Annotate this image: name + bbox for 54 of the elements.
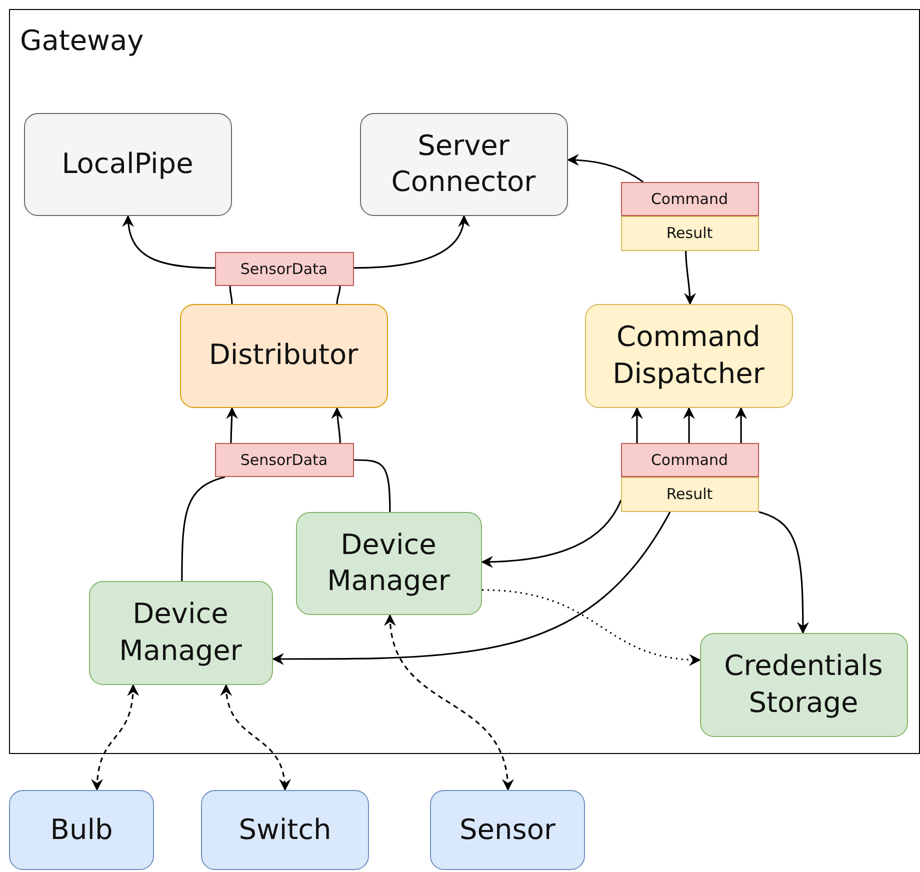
connector-line [354,459,391,512]
arrow [354,215,469,269]
component-box [180,304,388,408]
node-label: Command [650,190,728,208]
arrow [226,407,238,443]
node-label: SensorData [240,260,328,278]
connector-line [336,286,341,304]
component-box [584,304,792,408]
message-box [620,216,758,250]
arrow [567,154,644,183]
arrow [272,512,671,665]
message-box [620,442,758,476]
arrow [92,684,139,791]
node-label: Command Dispatcher [612,319,766,392]
component-box [201,790,369,870]
node-label: Credentials Storage [723,648,884,720]
message-box [620,476,758,512]
arrow [221,684,290,791]
component-box [360,112,568,216]
node-label: Result [666,224,713,242]
message-box [214,252,354,286]
node-label: Device Manager [118,596,243,668]
component-box [9,790,154,870]
node-label: Sensor [460,812,556,848]
arrow [683,407,695,443]
node-label: Server Connector [390,128,537,200]
arrow [331,407,344,444]
component-box [430,790,585,870]
message-box [620,182,758,216]
arrow [481,500,622,568]
connector-line [181,476,226,581]
component-box [24,112,232,216]
arrow [758,511,809,634]
node-label: Result [666,485,713,503]
container-title: Gateway [20,24,144,57]
node-label: Switch [238,812,332,848]
component-box [88,580,272,684]
arrow [122,215,216,269]
arrow [684,250,696,305]
arrow [385,614,513,791]
message-box [214,442,354,476]
gateway-container [9,9,920,754]
node-label: SensorData [240,450,328,468]
node-label: Bulb [50,812,113,848]
arrow [735,407,747,443]
connector-line [229,286,233,304]
arrow [482,589,701,666]
node-label: LocalPipe [62,146,194,182]
node-label: Distributor [208,337,358,374]
component-box [296,512,482,614]
node-label: Device Manager [326,526,451,599]
component-box [700,632,908,736]
arrow [631,407,643,443]
node-label: Command [650,450,728,468]
